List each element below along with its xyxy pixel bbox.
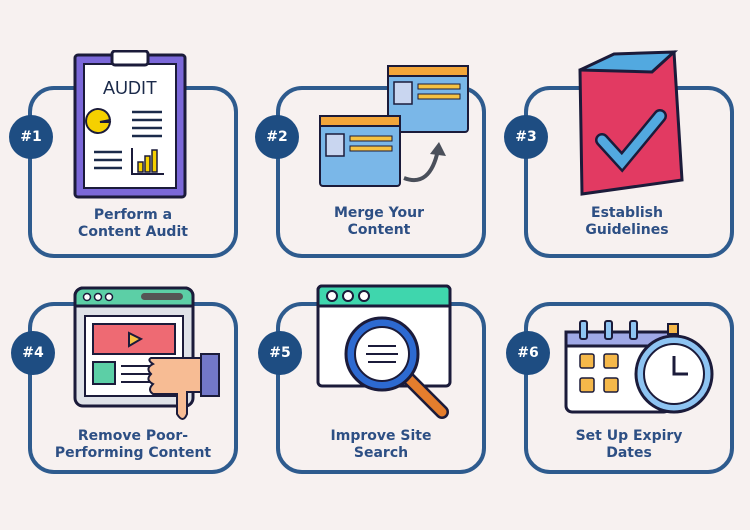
step-label-line: Content <box>347 222 411 238</box>
step-label-line: Establish <box>591 205 663 221</box>
step-label-line: Remove Poor- <box>77 428 189 444</box>
step-badge-2: #2 <box>255 115 299 159</box>
step-label-line: Search <box>353 445 409 461</box>
step-label-4: Remove Poor-Performing Content <box>28 428 238 462</box>
step-label-line: Perform a <box>93 207 173 223</box>
step-label-line: Performing Content <box>54 445 212 461</box>
step-label-line: Content Audit <box>78 224 188 240</box>
step-label-line: Set Up Expiry <box>575 428 683 444</box>
step-card-2 <box>276 86 486 258</box>
step-label-line: Improve Site <box>330 428 432 444</box>
calendar-clock-icon <box>564 320 714 414</box>
step-badge-4: #4 <box>11 331 55 375</box>
checklist-document-icon <box>578 50 684 196</box>
svg-text:AUDIT: AUDIT <box>103 78 157 98</box>
step-badge-6: #6 <box>506 331 550 375</box>
step-label-line: Merge Your <box>333 205 425 221</box>
step-badge-3: #3 <box>504 115 548 159</box>
step-badge-1: #1 <box>9 115 53 159</box>
merge-windows-icon <box>319 65 469 187</box>
step-card-6 <box>524 302 734 474</box>
step-label-line: Dates <box>606 445 652 461</box>
step-label-line: Guidelines <box>585 222 669 238</box>
magnifier-browser-icon <box>316 284 452 419</box>
audit-clipboard-icon: AUDIT <box>73 50 187 199</box>
thumbs-down-webpage-icon <box>73 286 220 420</box>
step-badge-5: #5 <box>258 331 302 375</box>
